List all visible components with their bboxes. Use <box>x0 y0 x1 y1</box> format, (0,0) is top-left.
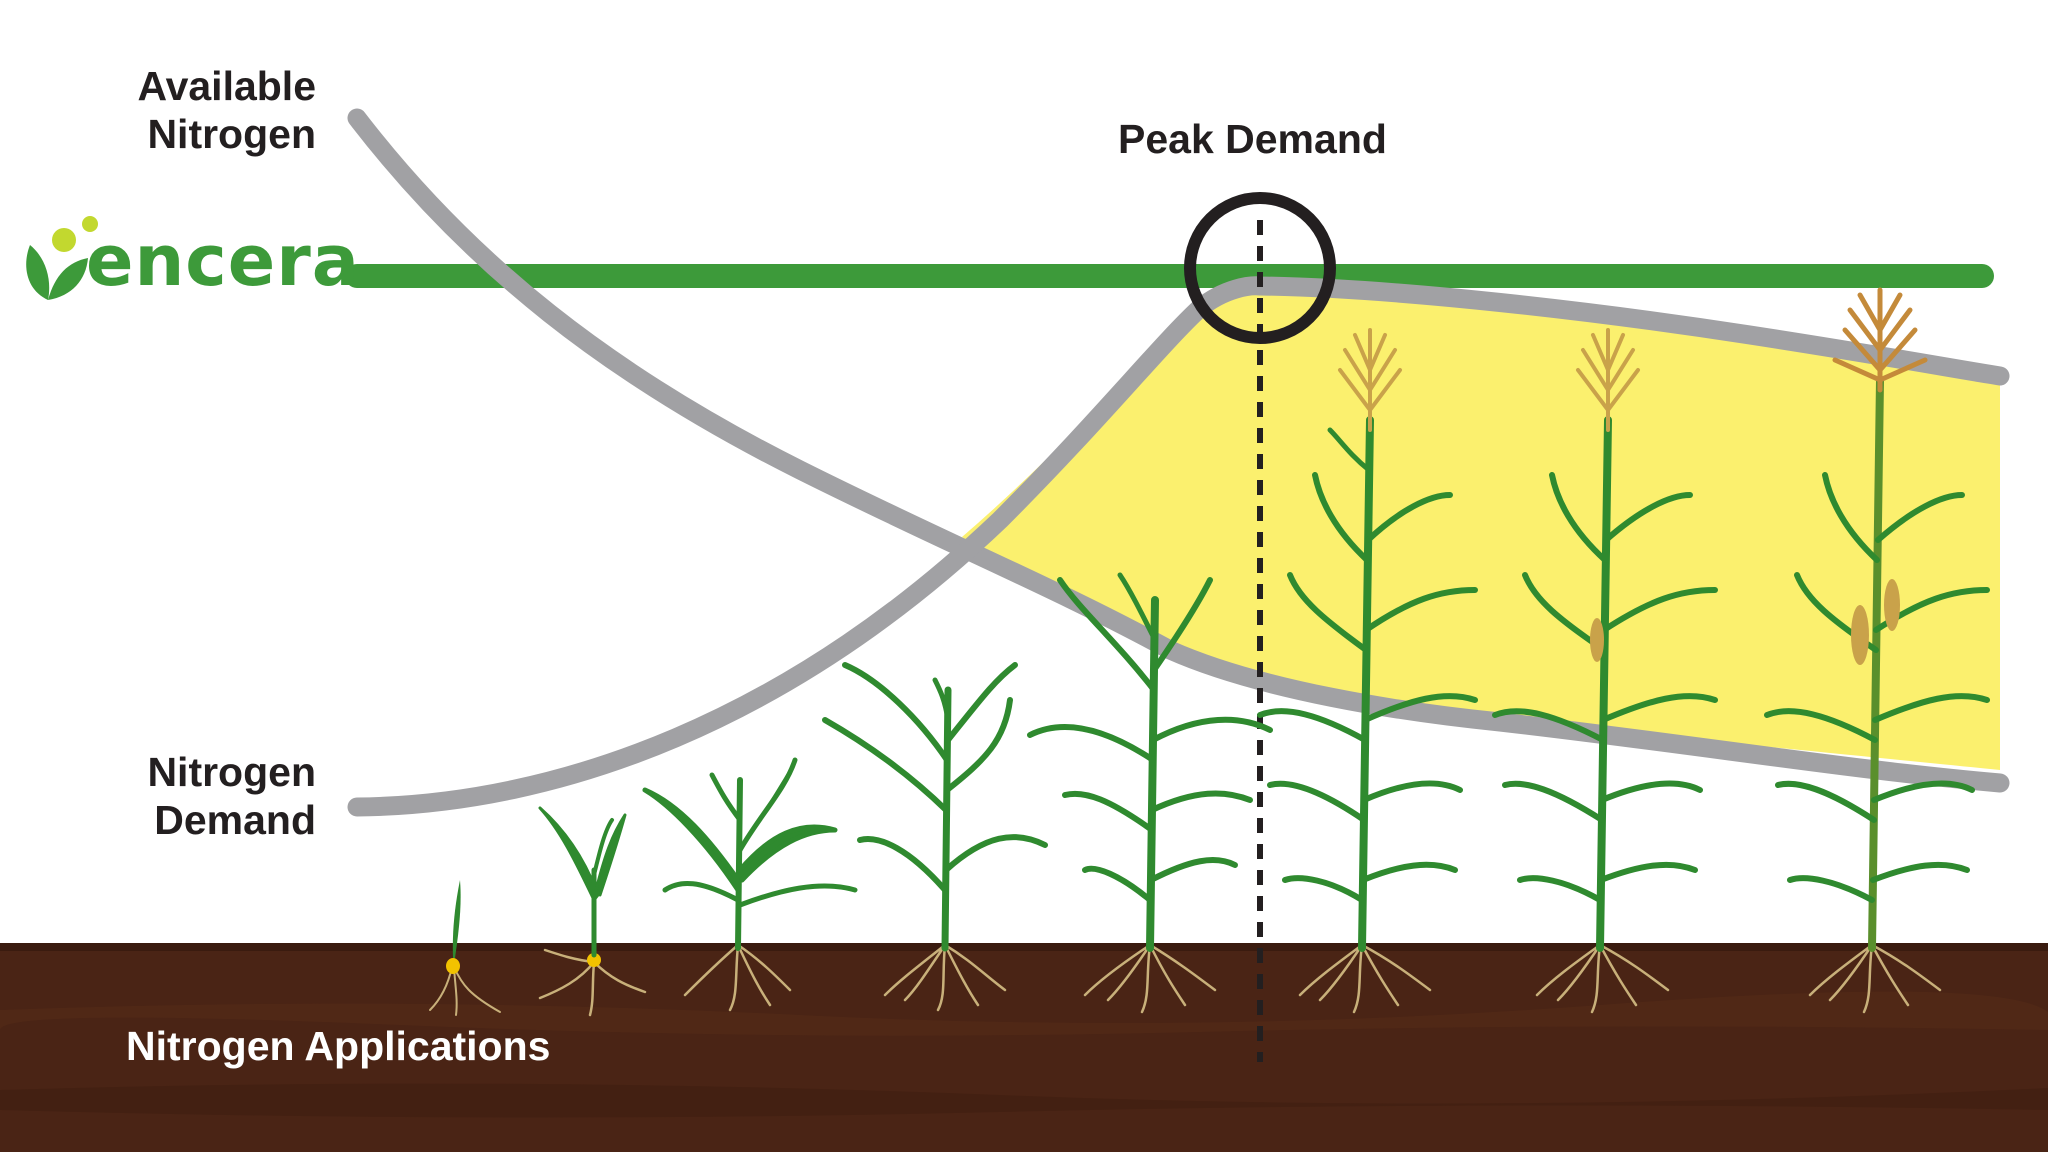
available-nitrogen-label-line1: Available <box>137 63 316 109</box>
nitrogen-applications-label: Nitrogen Applications <box>126 1023 551 1069</box>
nitrogen-surplus-area <box>962 285 2000 770</box>
soil-ground <box>0 943 2048 1152</box>
corn-plant-stage-8 <box>1764 287 1990 1014</box>
corn-plant-stage-2 <box>538 806 647 1017</box>
brand-wordmark: encera <box>86 220 361 302</box>
corn-plant-stage-5 <box>1027 572 1273 1014</box>
available-nitrogen-label: Available Nitrogen <box>137 62 316 159</box>
nitrogen-demand-label: Nitrogen Demand <box>147 748 316 845</box>
peak-demand-label: Peak Demand <box>1118 116 1387 162</box>
available-nitrogen-curve <box>347 108 2010 793</box>
available-nitrogen-label-line2: Nitrogen <box>147 111 316 158</box>
corn-plant-stage-4 <box>822 662 1048 1012</box>
nitrogen-demand-label-line1: Nitrogen <box>147 749 316 795</box>
corn-growth-stages <box>429 287 1990 1017</box>
nitrogen-demand-curve <box>347 276 2010 817</box>
nitrogen-demand-label-line2: Demand <box>154 797 316 844</box>
peak-demand-circle <box>1184 192 1336 344</box>
corn-plant-stage-6 <box>1257 328 1478 1014</box>
encera-logo <box>26 216 98 300</box>
corn-plant-stage-3 <box>642 757 858 1012</box>
corn-plant-stage-7 <box>1492 328 1718 1014</box>
corn-plant-stage-1 <box>429 880 501 1016</box>
